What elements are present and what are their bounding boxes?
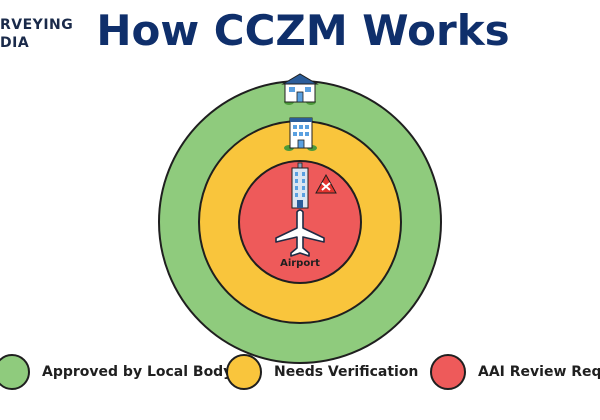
legend-item-approved: Approved by Local Body [0, 352, 232, 392]
house-icon [281, 73, 319, 105]
brand-logo: RVEYING DIA [0, 16, 73, 52]
logo-line-2: DIA [0, 35, 30, 51]
legend-dot-yellow [226, 354, 262, 390]
legend-label-verification: Needs Verification [274, 364, 419, 380]
legend-dot-green [0, 354, 30, 390]
logo-line-1: RVEYING [0, 17, 74, 33]
office-building-icon [284, 117, 317, 151]
legend-dot-red [430, 354, 466, 390]
airplane-icon [275, 209, 325, 257]
page-title: How CCZM Works [96, 6, 510, 55]
cross-badge-icon [315, 173, 337, 194]
airport-label: Airport [280, 258, 320, 269]
legend-item-aai-review: AAI Review Requir [430, 352, 600, 392]
legend-label-aai-review: AAI Review Requir [478, 364, 600, 380]
legend: Approved by Local Body Needs Verificatio… [0, 352, 600, 398]
legend-label-approved: Approved by Local Body [42, 364, 233, 380]
tall-building-icon [291, 162, 309, 209]
legend-item-verification: Needs Verification [226, 352, 418, 392]
